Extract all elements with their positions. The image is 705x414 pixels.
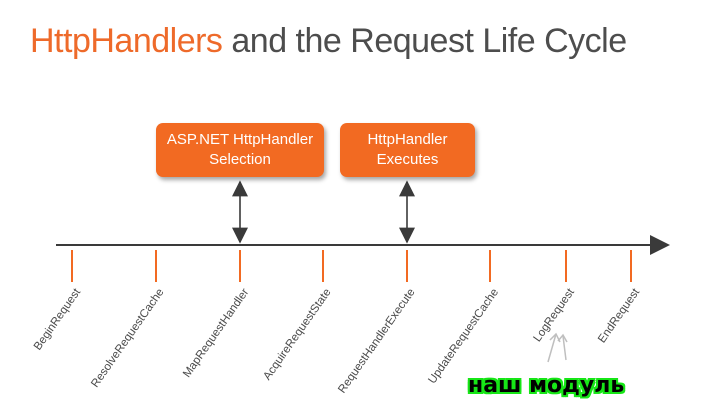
title-rest: and the Request Life Cycle [231, 22, 627, 60]
our-module-annotation: наш модуль [468, 373, 625, 398]
page-title: HttpHandlers and the Request Life Cycle [30, 22, 690, 61]
title-accent: HttpHandlers [30, 22, 223, 60]
hand-drawn-pointer-arrow [547, 332, 568, 363]
handler-executes-line1: HttpHandler [367, 131, 448, 148]
handler-selection-line2: Selection [209, 151, 271, 168]
handler-executes-box: HttpHandler Executes [340, 123, 475, 177]
handler-selection-line1: ASP.NET HttpHandler [166, 131, 314, 148]
handler-selection-box: ASP.NET HttpHandler Selection [156, 123, 324, 177]
handler-executes-line2: Executes [376, 151, 439, 168]
